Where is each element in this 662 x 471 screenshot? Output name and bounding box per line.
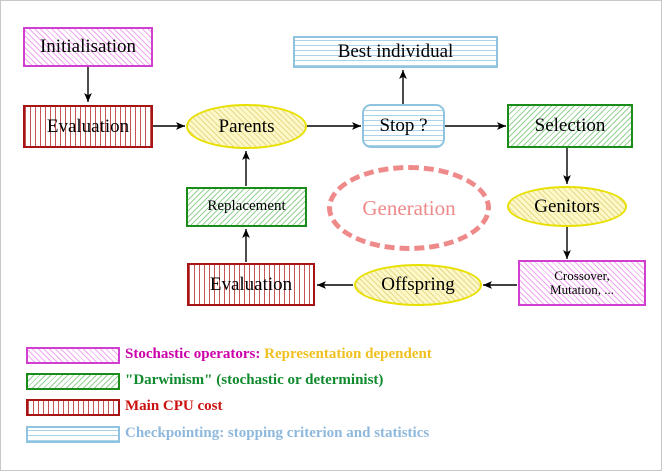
- legend-text-stochastic-operators: Stochastic operators:: [125, 346, 261, 362]
- node-offspring-label: Offspring: [381, 274, 455, 296]
- node-selection-label: Selection: [534, 115, 606, 137]
- node-parents-label: Parents: [218, 115, 275, 137]
- node-crossover-mutation[interactable]: Crossover, Mutation, ...: [518, 260, 646, 306]
- node-genitors[interactable]: Genitors: [507, 186, 627, 227]
- node-evaluation-top[interactable]: Evaluation: [23, 105, 153, 148]
- node-offspring[interactable]: Offspring: [354, 264, 482, 306]
- node-best-individual[interactable]: Best individual: [293, 36, 498, 68]
- node-generation: Generation: [327, 165, 491, 251]
- node-generation-label: Generation: [362, 195, 456, 220]
- node-evaluation-bottom[interactable]: Evaluation: [187, 263, 315, 306]
- node-genitors-label: Genitors: [534, 195, 600, 217]
- legend-text-representation-dependent: Representation dependent: [260, 346, 432, 362]
- node-stop[interactable]: Stop ?: [362, 104, 445, 148]
- node-replacement[interactable]: Replacement: [186, 187, 307, 227]
- node-crossover-mutation-label: Crossover, Mutation, ...: [550, 268, 614, 297]
- node-initialisation[interactable]: Initialisation: [23, 27, 153, 67]
- node-evaluation-top-label: Evaluation: [46, 115, 130, 137]
- legend-swatch-checkpointing: [26, 426, 120, 443]
- legend-label-checkpointing: Checkpointing: stopping criterion and st…: [125, 425, 429, 442]
- node-stop-label: Stop ?: [379, 115, 428, 137]
- legend-text-checkpointing: Checkpointing: stopping criterion and st…: [125, 425, 430, 441]
- legend-label-stochastic-operators: Stochastic operators: Representation dep…: [125, 346, 432, 363]
- node-evaluation-bottom-label: Evaluation: [209, 273, 293, 295]
- node-selection[interactable]: Selection: [507, 104, 633, 148]
- legend-text-main-cpu-cost: Main CPU cost: [125, 398, 223, 414]
- legend-text-darwinism: "Darwinism" (stochastic or determinist): [125, 372, 384, 388]
- legend-swatch-darwinism: [26, 373, 120, 390]
- node-replacement-label: Replacement: [207, 198, 286, 215]
- legend-label-darwinism: "Darwinism" (stochastic or determinist): [125, 372, 383, 389]
- legend-label-main-cpu-cost: Main CPU cost: [125, 398, 223, 415]
- node-parents[interactable]: Parents: [186, 104, 307, 149]
- node-initialisation-label: Initialisation: [39, 36, 137, 58]
- node-best-individual-label: Best individual: [337, 41, 454, 63]
- legend-swatch-stochastic-operators: [26, 347, 120, 364]
- legend-swatch-main-cpu-cost: [26, 399, 120, 416]
